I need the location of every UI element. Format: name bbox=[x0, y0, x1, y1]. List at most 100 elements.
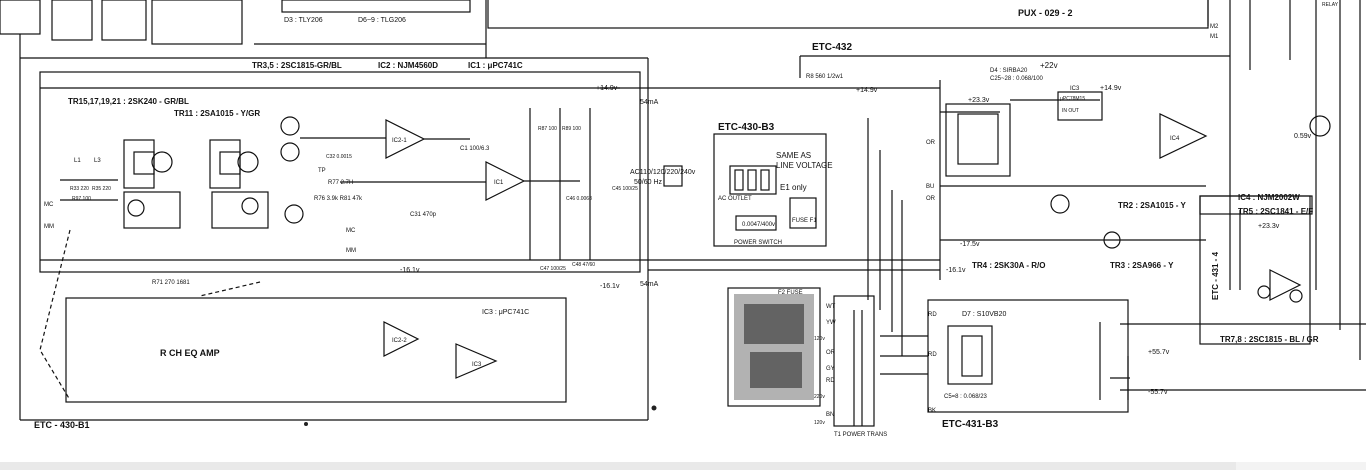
v-22: +22v bbox=[1040, 61, 1058, 70]
e1-only: E1 only bbox=[780, 183, 807, 192]
v-233b: +23.3v bbox=[1258, 223, 1280, 230]
v-161b: -16.1v bbox=[600, 283, 620, 290]
v-557n: -55.7v bbox=[1148, 389, 1168, 396]
ac-outlet: AC OUTLET bbox=[718, 196, 752, 202]
header-ic1: IC1 : μPC741C bbox=[468, 61, 523, 70]
header-d3: D3 : TLY206 bbox=[284, 17, 323, 24]
ac-hz: 50/60 Hz bbox=[634, 179, 663, 186]
cap-0047: 0.0047/400v bbox=[742, 222, 775, 228]
ma-54b: 54mA bbox=[640, 281, 659, 288]
label-etc430b3: ETC-430-B3 bbox=[718, 122, 775, 133]
bottom-scroll-track[interactable] bbox=[0, 462, 1236, 470]
wire-bk: BK bbox=[928, 408, 936, 414]
v-149-mid: +14.9v bbox=[856, 87, 878, 94]
ic-label-ic1: IC1 bbox=[494, 180, 504, 186]
ic-label-upc: μPC78M15 bbox=[1060, 96, 1085, 102]
label-pux: PUX - 029 - 2 bbox=[1018, 8, 1073, 18]
header-ic2: IC2 : NJM4560D bbox=[378, 61, 438, 70]
header-ic4: IC4 : NJM2002W bbox=[1238, 193, 1300, 202]
ic-label-ic4: IC4 bbox=[1170, 136, 1180, 142]
eq-amp-label: R CH EQ AMP bbox=[160, 348, 220, 358]
part-r71: R71 270 1681 bbox=[152, 280, 190, 286]
part-r97: R97 100 bbox=[72, 196, 91, 202]
power-switch: POWER SWITCH bbox=[734, 240, 782, 246]
fuse-f2: F2 FUSE bbox=[778, 290, 803, 296]
ic-label-ic3: IC3 bbox=[1070, 86, 1080, 92]
fuse-f1: FUSE F1 bbox=[792, 218, 817, 224]
bottom-scroll-corner bbox=[1236, 462, 1366, 470]
part-c32: C32 0.0015 bbox=[326, 154, 352, 160]
part-c1: C1 100/6.3 bbox=[460, 146, 490, 152]
wire-mc: MC bbox=[44, 202, 54, 208]
power-trans: T1 POWER TRANS bbox=[834, 432, 887, 438]
wire-or2: OR bbox=[926, 140, 936, 146]
v-233: +23.3v bbox=[968, 97, 990, 104]
ic-label-inout: IN OUT bbox=[1062, 108, 1079, 114]
header-d6: D6~9 : TLG206 bbox=[358, 17, 406, 24]
wire-rd2: RD bbox=[928, 312, 937, 318]
wire-relay: RELAY bbox=[1322, 2, 1339, 8]
wire-rd: RD bbox=[826, 378, 835, 384]
label-etc431b3: ETC-431-B3 bbox=[942, 419, 999, 430]
line-voltage: LINE VOLTAGE bbox=[776, 161, 833, 170]
wire-rd3: RD bbox=[928, 352, 937, 358]
wire-m1: M1 bbox=[1210, 34, 1219, 40]
same-as: SAME AS bbox=[776, 151, 811, 160]
wire-or3: OR bbox=[926, 196, 936, 202]
header-tr15: TR15,17,19,21 : 2SK240 - GR/BL bbox=[68, 97, 189, 106]
header-d4: D4 : SIRBA20 bbox=[990, 68, 1028, 74]
wire-mc2: MC bbox=[346, 228, 356, 234]
tap-120: 120v bbox=[814, 336, 825, 342]
label-etc432: ETC-432 bbox=[812, 42, 852, 53]
wire-bn: BN bbox=[826, 412, 834, 418]
eq-amp-ic3-sym: IC3 bbox=[472, 362, 482, 368]
part-c48: C48 47/60 bbox=[572, 262, 595, 268]
v-149-ic: +14.9v bbox=[1100, 85, 1122, 92]
ac-line: AC110/120/220/240v bbox=[630, 169, 696, 176]
header-tr35: TR3,5 : 2SC1815-GR/BL bbox=[252, 61, 342, 70]
wire-mm2: MM bbox=[346, 248, 356, 254]
part-r76: R76 3.9k R81 47k bbox=[314, 196, 363, 202]
part-l1: L1 bbox=[74, 158, 81, 164]
wire-bu: BU bbox=[926, 184, 934, 190]
part-l3: L3 bbox=[94, 158, 101, 164]
ic-label-ic2-1: IC2-1 bbox=[392, 138, 407, 144]
eq-amp-ic2: IC2-2 bbox=[392, 338, 407, 344]
header-d7: D7 : S10VB20 bbox=[962, 311, 1006, 318]
label-etc4314: ETC - 431 - 4 bbox=[1211, 251, 1220, 300]
part-c46: C46 0.0068 bbox=[566, 196, 592, 202]
tap-220: 220v bbox=[814, 394, 825, 400]
ma-54a: 54mA bbox=[640, 99, 659, 106]
header-tr5: TR5 : 2SC1841 - E/F bbox=[1238, 207, 1313, 216]
part-r33: R33 220 bbox=[70, 186, 89, 192]
wire-yw: YW bbox=[826, 320, 836, 326]
v-557p: +55.7v bbox=[1148, 349, 1170, 356]
eq-amp-ic3: IC3 : μPC741C bbox=[482, 309, 529, 316]
header-tr4: TR4 : 2SK30A - R/O bbox=[972, 261, 1046, 270]
part-r89: R89 100 bbox=[562, 126, 581, 132]
part-r35: R35 220 bbox=[92, 186, 111, 192]
wire-m2: M2 bbox=[1210, 24, 1219, 30]
wire-wt: WT bbox=[826, 304, 836, 310]
v-175: -17.5v bbox=[960, 241, 980, 248]
label-etc430b1: ETC - 430-B1 bbox=[34, 420, 90, 430]
header-tr11: TR11 : 2SA1015 - Y/GR bbox=[174, 109, 260, 118]
part-r87: R87 100 bbox=[538, 126, 557, 132]
header-tr2: TR2 : 2SA1015 - Y bbox=[1118, 201, 1187, 210]
part-c47: C47 100/25 bbox=[540, 266, 566, 272]
wire-gy: GY bbox=[826, 366, 835, 372]
part-r8: R8 560 1/2w1 bbox=[806, 74, 844, 80]
part-c5: C5=8 : 0.068/23 bbox=[944, 394, 988, 400]
v-161a: -16.1v bbox=[400, 267, 420, 274]
v-149-top: +14.9v bbox=[596, 85, 618, 92]
part-tp: TP bbox=[318, 168, 326, 174]
header-tr3: TR3 : 2SA966 - Y bbox=[1110, 261, 1174, 270]
part-c31: C31 470p bbox=[410, 212, 437, 218]
v-059: 0.59v bbox=[1294, 133, 1312, 140]
part-r77: R77 2.7H bbox=[328, 180, 353, 186]
header-c25: C25~28 : 0.068/100 bbox=[990, 76, 1044, 82]
header-tr78: TR7,8 : 2SC1815 - BL / GR bbox=[1220, 335, 1319, 344]
v-161c: -16.1v bbox=[946, 267, 966, 274]
